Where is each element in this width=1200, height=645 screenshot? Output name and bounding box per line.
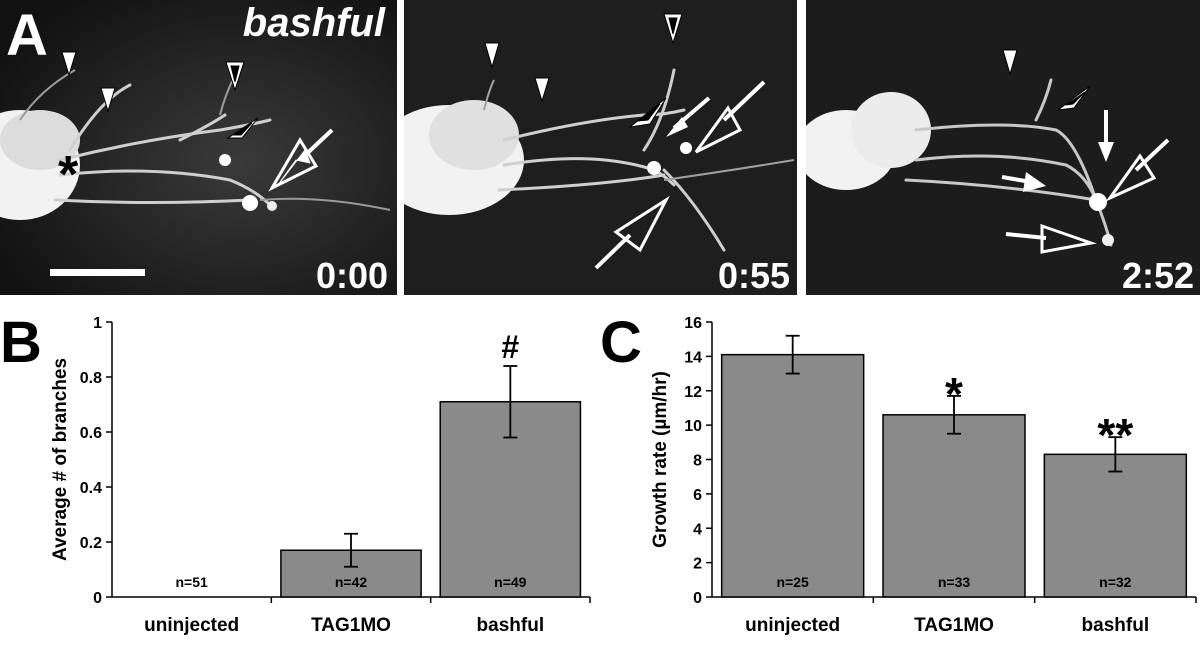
panel-a-label: bashful [243, 1, 386, 45]
y-tick-label: 1 [93, 315, 102, 332]
timestamp-1: 0:00 [316, 255, 388, 295]
y-axis-label: Average # of branches [50, 358, 71, 561]
arrowhead-markers [61, 51, 259, 139]
significance-marker: * [945, 368, 963, 420]
y-tick-label: 14 [684, 349, 702, 366]
y-tick-label: 0.2 [80, 535, 102, 552]
arrow-marker [594, 80, 766, 270]
category-label: bashful [477, 615, 545, 636]
scale-bar [50, 269, 145, 276]
y-tick-label: 16 [684, 315, 702, 332]
n-label: n=49 [494, 574, 527, 590]
arrowhead-markers [484, 13, 683, 128]
micrograph-frame-1: A * 0:00 bashful [0, 0, 397, 295]
chart-b: B Average # of branches 0 0.2 0.4 0.6 0.8 1 n=51… [0, 310, 591, 636]
y-tick-label: 4 [693, 521, 702, 538]
timestamp-3: 2:52 [1122, 255, 1194, 295]
significance-marker: # [501, 329, 519, 365]
micrograph-frame-3: 2:52 [806, 0, 1200, 295]
y-tick-label: 0.8 [80, 370, 102, 387]
n-label: n=42 [335, 574, 368, 590]
category-label: uninjected [144, 615, 239, 636]
chart-c: C Growth rate (µm/hr) 0 2 4 6 8 10 12 14 16 n=25 uni… [600, 310, 1197, 636]
timestamp-2: 0:55 [718, 255, 790, 295]
micrograph-frame-1-image: A * 0:00 bashful [0, 0, 397, 295]
asterisk-marker: * [58, 146, 79, 204]
y-tick-label: 0 [93, 590, 102, 607]
n-label: n=25 [777, 574, 810, 590]
y-tick-label: 2 [693, 556, 702, 573]
micrograph-frame-2: 0:55 [404, 0, 797, 295]
n-label: n=51 [176, 574, 209, 590]
y-tick-label: 8 [693, 453, 702, 470]
y-tick-label: 6 [693, 487, 702, 504]
category-label: TAG1MO [311, 615, 391, 636]
y-tick-label: 10 [684, 418, 702, 435]
arrow-marker [1001, 110, 1170, 254]
micrograph-frame-3-image: 2:52 [806, 0, 1200, 295]
n-label: n=32 [1099, 574, 1132, 590]
panel-letter-b: B [0, 310, 42, 375]
panel-a-letter: A [6, 3, 48, 68]
y-tick-label: 0.6 [80, 425, 102, 442]
y-tick-label: 12 [684, 384, 702, 401]
arrowhead-markers [1002, 49, 1091, 111]
category-label: TAG1MO [914, 615, 994, 636]
n-label: n=33 [938, 574, 971, 590]
y-tick-label: 0 [693, 590, 702, 607]
y-axis-label: Growth rate (µm/hr) [650, 371, 671, 548]
category-label: uninjected [745, 615, 840, 636]
category-label: bashful [1082, 615, 1150, 636]
bar-bashful [1043, 453, 1188, 598]
panel-letter-c: C [600, 310, 642, 375]
bar-uninjected [720, 353, 865, 598]
bar-tag1mo [882, 414, 1026, 598]
y-tick-label: 0.4 [80, 480, 102, 497]
significance-marker: ** [1097, 409, 1133, 461]
micrograph-frame-2-image: 0:55 [404, 0, 797, 295]
arrow-marker [268, 128, 334, 192]
